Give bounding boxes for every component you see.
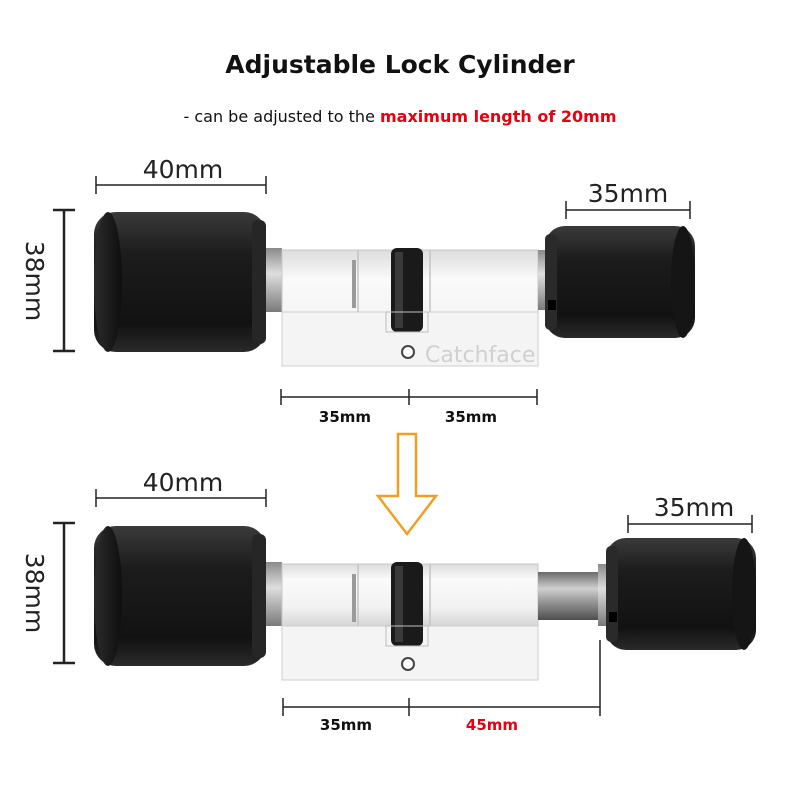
top-height-label: 38mm [20, 241, 49, 322]
subtitle: - can be adjusted to the maximum length … [0, 107, 800, 126]
extension-shaft [538, 572, 606, 620]
top-dimensions: 40mm 35mm 38mm 35mm 35mm [20, 155, 691, 426]
top-left-knob [94, 212, 266, 352]
bottom-dimensions: 40mm 35mm 38mm 35mm 45mm [20, 468, 753, 734]
top-right-body-label: 35mm [445, 408, 497, 426]
top-right-knob-width-label: 35mm [588, 179, 669, 208]
top-screw-hole [401, 345, 415, 359]
top-left-body-label: 35mm [319, 408, 371, 426]
top-left-knob-width-label: 40mm [143, 155, 224, 184]
bottom-right-knob-width-label: 35mm [654, 493, 735, 522]
bottom-left-body-label: 35mm [320, 716, 372, 734]
page-title: Adjustable Lock Cylinder [225, 50, 575, 79]
down-arrow-icon [375, 432, 439, 537]
bottom-left-knob-width-label: 40mm [143, 468, 224, 497]
subtitle-highlight: maximum length of 20mm [380, 107, 617, 126]
top-right-knob [545, 226, 695, 338]
watermark: Catchface [425, 343, 535, 368]
bottom-right-body-label: 45mm [466, 716, 518, 734]
top-lock-cylinder [94, 212, 695, 367]
bottom-right-knob [606, 538, 756, 650]
bottom-left-knob [94, 526, 266, 666]
bottom-screw-hole [401, 657, 415, 671]
bottom-lock-cylinder [94, 526, 756, 681]
bottom-height-label: 38mm [20, 553, 49, 634]
top-left-collar [262, 248, 282, 312]
subtitle-prefix: - can be adjusted to the [183, 107, 380, 126]
